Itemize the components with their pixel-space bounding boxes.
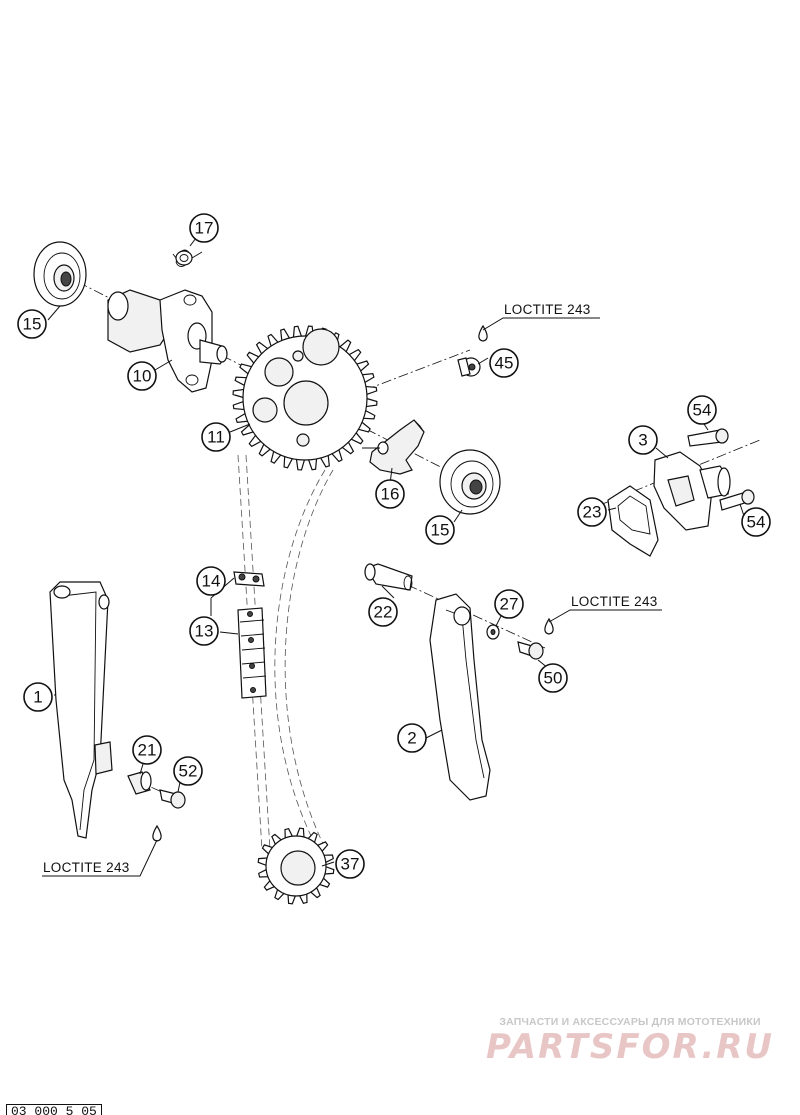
callout-23: 23 bbox=[577, 497, 607, 527]
watermark: ЗАПЧАСТИ И АКСЕССУАРЫ ДЛЯ МОТОТЕХНИКИ PA… bbox=[470, 1016, 790, 1066]
callout-15: 15 bbox=[425, 515, 455, 545]
bolt-icon bbox=[517, 641, 544, 660]
camshaft-sprocket-icon bbox=[232, 325, 378, 471]
callout-22: 22 bbox=[368, 597, 398, 627]
callout-37: 37 bbox=[335, 849, 365, 879]
callout-label: 3 bbox=[638, 431, 647, 450]
callout-label: 23 bbox=[583, 503, 602, 522]
callout-10: 10 bbox=[127, 361, 157, 391]
loctite-label-group: LOCTITE 243 LOCTITE 243 LOCTITE 243 bbox=[43, 302, 658, 875]
chain-tensioner-icon bbox=[653, 451, 731, 531]
callout-label: 37 bbox=[341, 855, 360, 874]
callout-label: 54 bbox=[747, 513, 766, 532]
timing-chain-icon bbox=[237, 607, 267, 699]
callout-label: 22 bbox=[374, 603, 393, 622]
chain-link-icon bbox=[233, 571, 265, 587]
callout-27: 27 bbox=[494, 589, 524, 619]
callout-52: 52 bbox=[173, 756, 203, 786]
callout-label: 11 bbox=[207, 428, 225, 447]
loctite-label: LOCTITE 243 bbox=[43, 860, 130, 875]
bolt-icon bbox=[687, 428, 729, 447]
loctite-drop-icon bbox=[544, 617, 554, 635]
washer-icon bbox=[486, 624, 500, 640]
callout-label: 15 bbox=[23, 315, 42, 334]
callout-54: 54 bbox=[741, 507, 771, 537]
pin-icon bbox=[364, 563, 413, 591]
callout-11: 11 bbox=[201, 422, 231, 452]
callout-45: 45 bbox=[489, 348, 519, 378]
callout-label: 10 bbox=[133, 367, 152, 386]
crankshaft-sprocket-icon bbox=[257, 827, 335, 905]
loctite-label: LOCTITE 243 bbox=[504, 302, 591, 317]
chain-guide-icon bbox=[49, 581, 113, 839]
callout-label: 50 bbox=[544, 669, 563, 688]
callout-label: 21 bbox=[138, 741, 157, 760]
callout-17: 17 bbox=[189, 213, 219, 243]
callout-54: 54 bbox=[687, 395, 717, 425]
sleeve-icon bbox=[127, 771, 152, 795]
tensioner-arm-icon bbox=[362, 419, 425, 475]
callout-label: 45 bbox=[495, 354, 514, 373]
callout-label: 17 bbox=[195, 219, 214, 238]
bolt-icon bbox=[719, 489, 755, 511]
tensioner-guide-icon bbox=[429, 593, 491, 801]
callout-21: 21 bbox=[132, 735, 162, 765]
spring-icon bbox=[172, 249, 203, 267]
watermark-subtitle: ЗАПЧАСТИ И АКСЕССУАРЫ ДЛЯ МОТОТЕХНИКИ bbox=[499, 1016, 761, 1028]
loctite-drop-icon bbox=[152, 824, 162, 842]
callout-label: 13 bbox=[195, 622, 214, 641]
callout-13: 13 bbox=[189, 616, 219, 646]
bearing-icon bbox=[439, 449, 501, 515]
callout-label: 1 bbox=[33, 688, 42, 707]
callout-2: 2 bbox=[397, 723, 427, 753]
timing-chain-path bbox=[237, 454, 334, 851]
loctite-label: LOCTITE 243 bbox=[571, 594, 658, 609]
page-code: 03 000 5 05 bbox=[6, 1104, 102, 1115]
callout-label: 15 bbox=[431, 521, 450, 540]
gasket-icon bbox=[607, 485, 659, 557]
bolt-icon bbox=[457, 357, 481, 377]
callout-label: 54 bbox=[693, 401, 712, 420]
callout-label: 14 bbox=[202, 572, 221, 591]
callout-label: 2 bbox=[407, 729, 416, 748]
bearing-icon bbox=[33, 241, 87, 307]
bolt-icon bbox=[159, 789, 186, 809]
callout-1: 1 bbox=[23, 682, 53, 712]
callout-label: 52 bbox=[179, 762, 198, 781]
callout-16: 16 bbox=[375, 479, 405, 509]
callout-label: 16 bbox=[381, 485, 400, 504]
camshaft-icon bbox=[107, 289, 228, 393]
callout-14: 14 bbox=[196, 566, 226, 596]
callout-3: 3 bbox=[628, 425, 658, 455]
callout-50: 50 bbox=[538, 663, 568, 693]
watermark-brand: PARTSFOR.RU bbox=[485, 1027, 775, 1067]
callout-label: 27 bbox=[500, 595, 519, 614]
callout-15: 15 bbox=[17, 309, 47, 339]
loctite-drop-icon bbox=[478, 324, 488, 342]
